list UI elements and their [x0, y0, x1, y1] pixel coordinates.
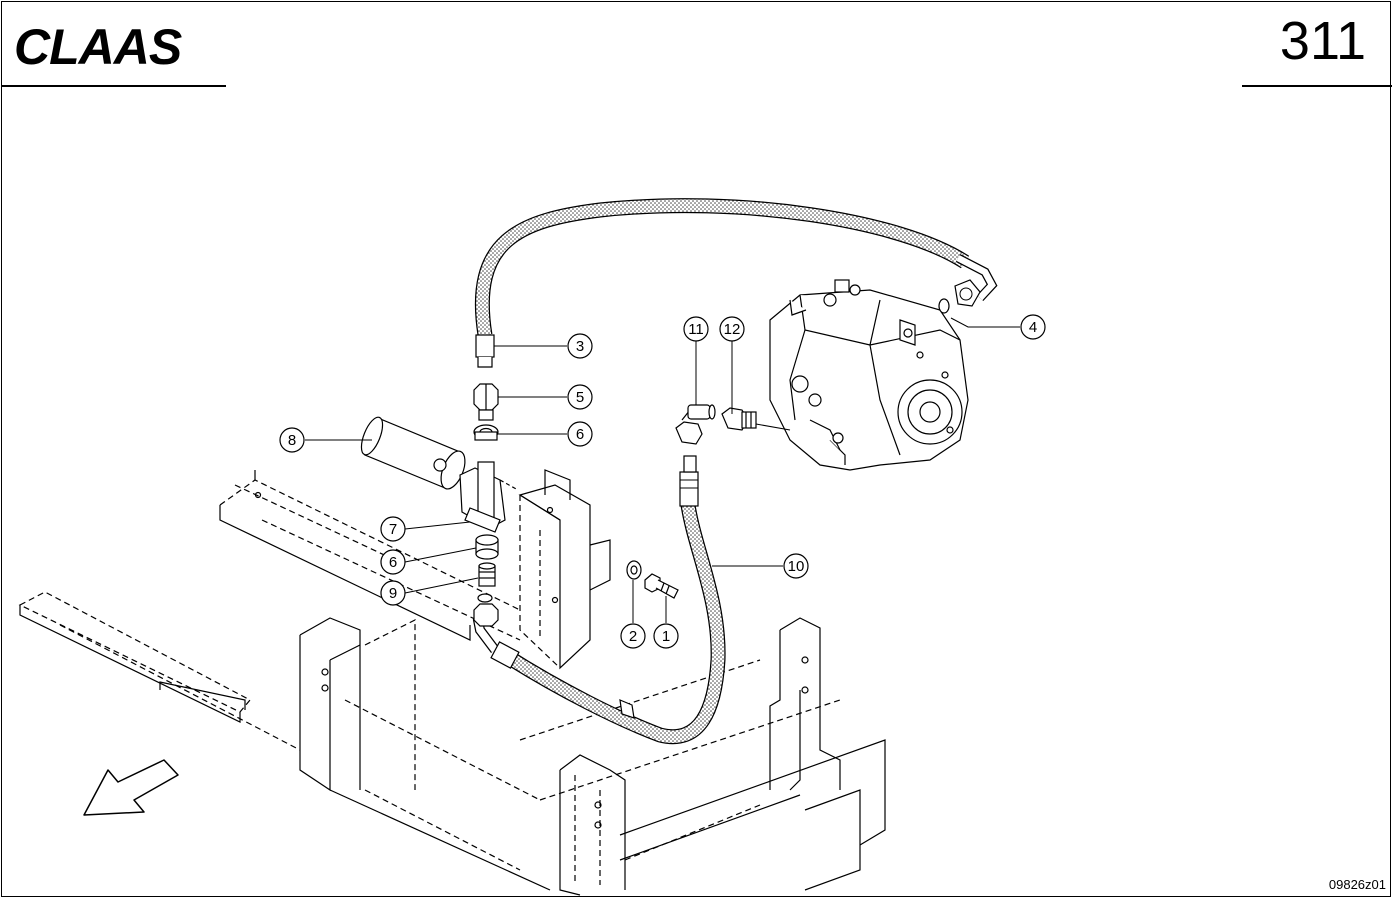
callout-8: 8: [279, 427, 305, 453]
callout-10: 10: [783, 553, 809, 579]
svg-text:8: 8: [288, 432, 296, 449]
chassis-frame: [18, 470, 886, 896]
header-rule-left: [1, 85, 226, 87]
callout-11: 11: [683, 316, 709, 342]
fitting-5: [473, 383, 499, 421]
svg-text:10: 10: [788, 558, 805, 575]
fitting-12: [721, 407, 757, 431]
brand-text: CLAAS: [14, 22, 182, 66]
filter-head: [459, 461, 519, 533]
callout-9: 9: [380, 580, 406, 606]
hose-3: [474, 198, 998, 368]
seal-ring-6-lower: [475, 534, 499, 560]
svg-text:6: 6: [389, 554, 397, 571]
callout-5: 5: [567, 384, 593, 410]
callout-2: 2: [620, 623, 646, 649]
fitting-9: [477, 562, 496, 603]
svg-text:4: 4: [1029, 319, 1037, 336]
filter-8: [360, 416, 466, 490]
seal-ring-6-upper: [473, 424, 499, 441]
callout-6-lower: 6: [380, 549, 406, 575]
drawing-code: 09826z01: [1328, 877, 1386, 892]
bolt-1: [644, 573, 679, 599]
o-ring-4: [938, 298, 950, 314]
svg-text:6: 6: [576, 426, 584, 443]
callout-6-upper: 6: [567, 421, 593, 447]
svg-text:7: 7: [389, 521, 397, 538]
washer-2: [626, 560, 642, 580]
header-rule-right: [1242, 85, 1392, 87]
callout-4: 4: [1020, 314, 1046, 340]
callout-1: 1: [653, 623, 679, 649]
callout-12: 12: [719, 316, 745, 342]
arrow-down-left-icon: [83, 759, 179, 816]
lower-hose: [472, 455, 726, 745]
svg-text:12: 12: [724, 321, 741, 338]
svg-text:9: 9: [389, 585, 397, 602]
svg-text:2: 2: [629, 628, 637, 645]
hose-clip: [619, 699, 635, 719]
svg-text:11: 11: [688, 321, 704, 338]
svg-text:3: 3: [576, 338, 584, 355]
mounting-bracket: [518, 469, 611, 670]
elbow-11: [675, 404, 716, 445]
hydraulic-pump: [769, 279, 969, 471]
callout-7: 7: [380, 516, 406, 542]
callout-3: 3: [567, 333, 593, 359]
claas-logo: CLAAS: [14, 22, 183, 66]
svg-text:5: 5: [576, 389, 584, 406]
svg-text:1: 1: [662, 628, 670, 645]
page-number: 311: [1279, 11, 1366, 71]
leader-lines: [305, 317, 1020, 623]
callouts: 3 5 6 8 4 7 6 9: [279, 314, 1046, 649]
